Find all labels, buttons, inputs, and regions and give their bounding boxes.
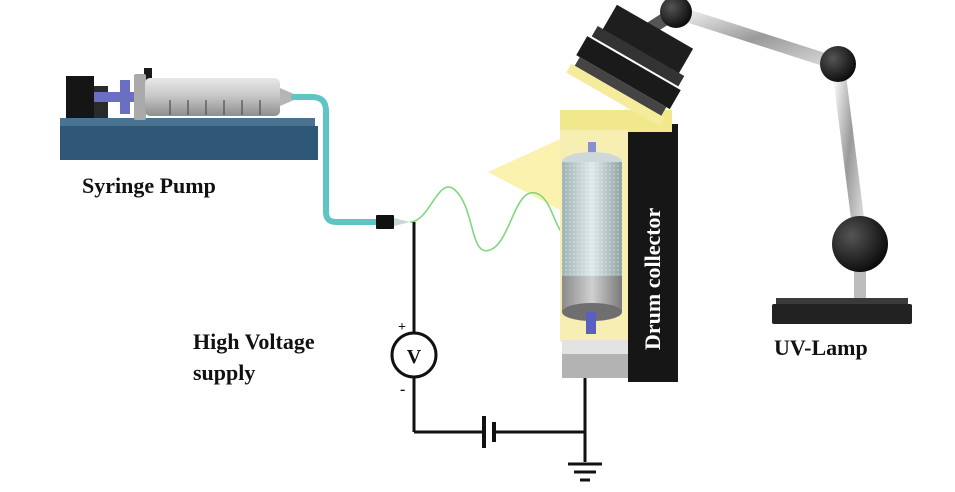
pump-base-top xyxy=(60,118,315,126)
lamp-base xyxy=(772,304,912,324)
polymer-jet xyxy=(409,186,576,252)
syringe-flange xyxy=(134,74,146,120)
tubing xyxy=(291,94,381,225)
lamp-joint-top xyxy=(660,0,692,28)
voltmeter-label: V xyxy=(407,346,422,368)
high-voltage-label-line2: supply xyxy=(193,360,255,385)
lamp-head xyxy=(566,4,694,127)
syringe-barrel xyxy=(145,78,280,116)
minus-sign: - xyxy=(400,381,405,398)
syringe-graduations xyxy=(169,100,261,115)
collector-frame xyxy=(628,124,678,382)
uv-lamp: UV-Lamp xyxy=(566,0,912,360)
drum-shaft-bottom xyxy=(586,312,596,334)
high-voltage-label-line1: High Voltage xyxy=(193,329,315,354)
pump-base xyxy=(60,126,318,160)
lamp-base-top xyxy=(776,298,908,306)
circuit-wires xyxy=(412,222,587,462)
needle-connector xyxy=(376,215,394,229)
plunger-rod xyxy=(94,92,138,102)
lamp-joint-middle xyxy=(820,46,856,82)
syringe-pump-label: Syringe Pump xyxy=(82,173,216,198)
ground-symbol xyxy=(568,462,602,482)
pump-end-block xyxy=(66,76,94,118)
collector-base xyxy=(562,354,628,378)
syringe-pump xyxy=(60,68,318,160)
plunger-clip xyxy=(144,68,152,82)
voltmeter xyxy=(390,331,438,379)
battery-symbol xyxy=(482,416,496,448)
drum-shaft-top xyxy=(588,142,596,158)
drum-texture xyxy=(562,162,622,292)
lamp-joint-lower xyxy=(832,216,888,272)
needle xyxy=(394,218,410,226)
drum-collector-label: Drum collector xyxy=(640,207,665,350)
syringe-tip xyxy=(280,88,294,106)
uv-lamp-label: UV-Lamp xyxy=(774,335,868,360)
drum-collector: Drum collector xyxy=(560,110,678,382)
plus-sign: + xyxy=(398,320,406,335)
plunger-head xyxy=(120,80,130,114)
collector-base-light xyxy=(562,340,628,354)
